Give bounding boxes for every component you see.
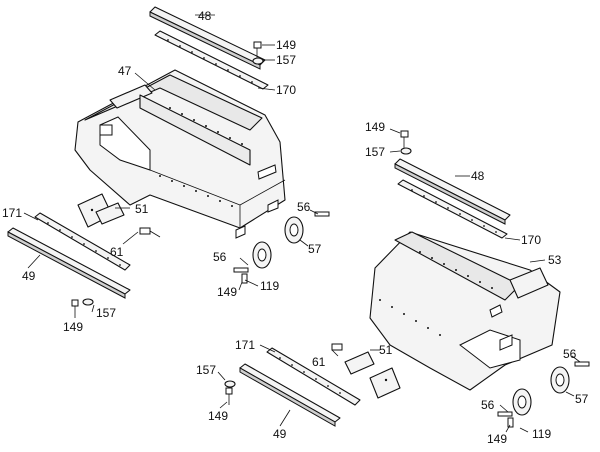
right-bracket-51	[344, 351, 401, 399]
right-label-157-top: 157	[365, 145, 385, 159]
left-label-56-bottom: 56	[213, 250, 227, 264]
left-bracket-51	[77, 193, 125, 228]
right-pin-119	[497, 411, 514, 428]
left-strip-170	[154, 30, 269, 90]
left-label-56-right: 56	[297, 200, 311, 214]
left-housing-47	[74, 69, 286, 239]
left-label-61: 61	[110, 245, 124, 259]
right-label-171: 171	[235, 338, 255, 352]
left-rail-49	[7, 227, 131, 299]
left-label-171: 171	[2, 206, 22, 220]
right-label-48: 48	[471, 169, 485, 183]
right-washer-157	[400, 147, 412, 155]
right-label-170: 170	[521, 233, 541, 247]
right-leaders	[217, 128, 581, 433]
left-rail-48	[149, 6, 266, 70]
left-label-51: 51	[135, 202, 149, 216]
right-rail-48	[394, 158, 511, 225]
right-label-149-bottom-left: 149	[208, 409, 228, 423]
right-bolt-61	[331, 343, 343, 351]
left-label-48: 48	[198, 9, 212, 23]
left-leaders	[23, 14, 319, 313]
left-assembly: 48 149 157 47 170 171 51 61 56 57 49 56 …	[2, 6, 330, 334]
left-label-49: 49	[22, 269, 36, 283]
right-bottom-washer-157	[224, 380, 236, 388]
left-bolt-149	[253, 41, 262, 58]
right-label-149-top: 149	[365, 120, 385, 134]
right-label-51: 51	[379, 343, 393, 357]
right-label-149-bottom-right: 149	[487, 432, 507, 446]
left-pin-56	[314, 211, 330, 217]
left-label-149-top: 149	[276, 38, 296, 52]
left-label-157-bottom: 157	[96, 306, 116, 320]
right-label-57: 57	[575, 392, 589, 406]
left-label-57: 57	[308, 242, 322, 256]
left-label-47: 47	[118, 64, 132, 78]
right-label-157-bottom: 157	[196, 363, 216, 377]
left-label-149-mid: 149	[217, 285, 237, 299]
right-label-119: 119	[532, 427, 551, 441]
right-label-53: 53	[548, 253, 562, 267]
left-label-149-bottom: 149	[63, 320, 83, 334]
right-wheel-57	[550, 366, 570, 394]
left-bolt-61	[139, 227, 161, 238]
right-strip-170	[397, 179, 508, 239]
left-label-119: 119	[260, 279, 279, 293]
left-wheel-57	[284, 216, 304, 244]
left-pin-119	[233, 267, 249, 284]
right-bottom-bolt-149	[225, 387, 233, 405]
right-label-56-bottom: 56	[481, 398, 495, 412]
left-strip-171	[34, 212, 131, 271]
right-assembly: 149 157 48 170 53 171 61 51 56 157 57 14…	[196, 120, 590, 446]
right-rail-49	[239, 363, 341, 427]
left-bottom-bolt-149	[71, 299, 79, 318]
left-bottom-washer-157	[82, 298, 94, 306]
right-pin-56	[574, 361, 590, 367]
left-label-170: 170	[276, 83, 296, 97]
left-washer-157	[252, 57, 264, 65]
right-label-56-right: 56	[563, 347, 577, 361]
left-wheel-second	[252, 241, 272, 269]
left-label-157-top: 157	[276, 53, 296, 67]
right-wheel-second	[512, 388, 532, 416]
right-bolt-149	[400, 130, 409, 148]
right-strip-171	[266, 347, 361, 406]
right-label-49: 49	[273, 427, 287, 441]
right-housing-53	[369, 231, 561, 391]
right-label-61: 61	[312, 355, 326, 369]
